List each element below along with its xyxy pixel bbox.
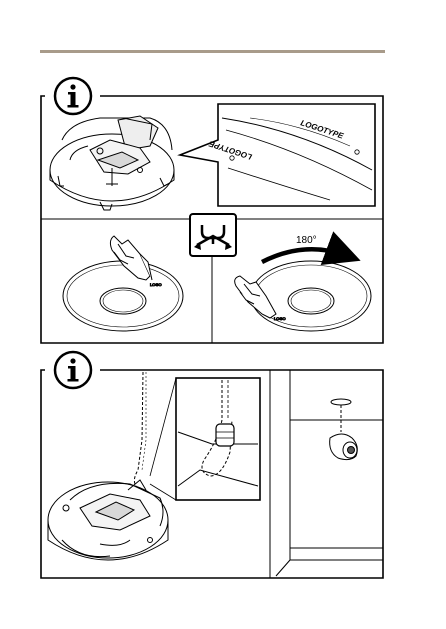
split-arrows-icon: [190, 214, 236, 256]
logotype-callout: LOGOTYPE LOGOTYPE: [180, 104, 375, 206]
dome-cover-left: LOGO: [63, 261, 183, 331]
base-mount-illustration: [50, 116, 174, 210]
panel-2: [41, 352, 383, 578]
dome-cover-right: LOGO: [251, 261, 371, 331]
wire-detail-zoom: [150, 378, 260, 500]
rotation-label: 180°: [296, 235, 317, 246]
base-mount-with-wire: [48, 480, 168, 560]
ceiling-installation: [276, 370, 383, 576]
info-icon: [55, 78, 91, 114]
info-icon: [55, 352, 91, 388]
panel-1: LOGOTYPE LOGOTYPE LOGO: [41, 78, 383, 343]
svg-text:LOGO: LOGO: [150, 282, 162, 287]
svg-text:LOGO: LOGO: [274, 316, 286, 321]
safety-wire: [134, 372, 143, 486]
rotation-arrow: [262, 249, 348, 262]
